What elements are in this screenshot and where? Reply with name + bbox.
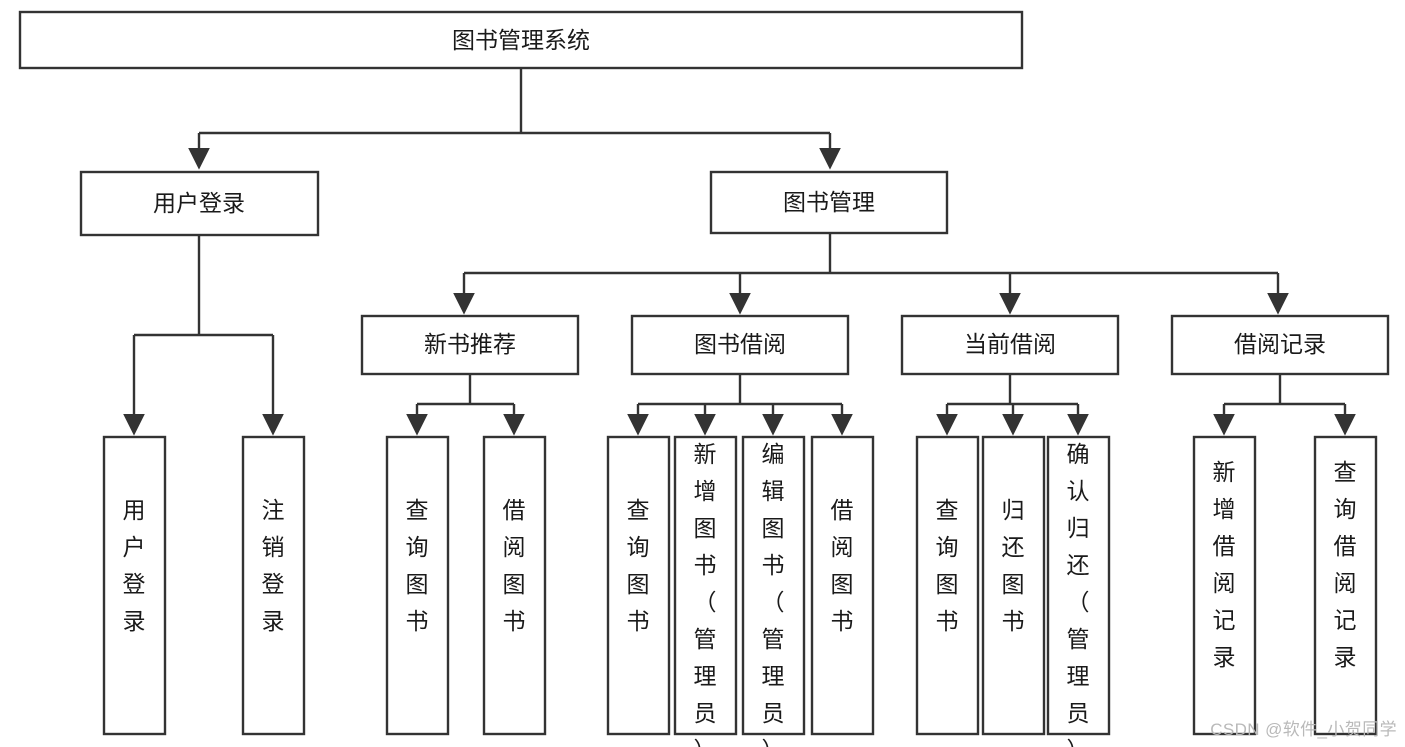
- node-current-borrow-box[interactable]: [900, 314, 1120, 376]
- leaf-user-login-2-box[interactable]: [241, 435, 306, 736]
- leaf-borrow-records-1-label: 新增借阅记录: [1213, 459, 1236, 670]
- node-borrow-records[interactable]: 借阅记录: [1170, 314, 1390, 376]
- leaf-current-borrow-2[interactable]: 归还图书: [981, 435, 1046, 736]
- node-book-management[interactable]: 图书管理: [709, 170, 949, 235]
- node-user-login[interactable]: 用户登录: [79, 170, 320, 237]
- leaf-borrow-records-2-label: 查询借阅记录: [1334, 459, 1357, 670]
- leaf-current-borrow-1-box[interactable]: [915, 435, 980, 736]
- leaf-book-borrow-3[interactable]: 编辑图书（管理员）: [741, 435, 806, 747]
- node-root-book-management-system[interactable]: 图书管理系统: [18, 10, 1024, 70]
- node-root-box[interactable]: [18, 10, 1024, 70]
- node-book-management-label: 图书管理: [783, 189, 875, 215]
- node-new-book-recommend[interactable]: 新书推荐: [360, 314, 580, 376]
- leaf-book-borrow-3-box[interactable]: [741, 435, 806, 736]
- leaf-new-book-2-box[interactable]: [482, 435, 547, 736]
- node-book-borrow-box[interactable]: [630, 314, 850, 376]
- leaf-new-book-1[interactable]: 查询图书: [385, 435, 450, 736]
- connector-layer: [123, 68, 1356, 436]
- leaf-book-borrow-3-label: 编辑图书（管理员）: [762, 441, 785, 747]
- leaf-new-book-2[interactable]: 借阅图书: [482, 435, 547, 736]
- node-user-login-box[interactable]: [79, 170, 320, 237]
- node-root-label: 图书管理系统: [452, 27, 590, 53]
- leaf-book-borrow-1-label: 查询图书: [627, 497, 650, 634]
- leaf-book-borrow-4-box[interactable]: [810, 435, 875, 736]
- node-current-borrow-label: 当前借阅: [964, 331, 1056, 357]
- node-borrow-records-label: 借阅记录: [1234, 331, 1326, 357]
- leaf-user-login-2[interactable]: 注销登录: [241, 435, 306, 736]
- node-book-management-box[interactable]: [709, 170, 949, 235]
- node-book-borrow-label: 图书借阅: [694, 331, 786, 357]
- leaf-current-borrow-1-label: 查询图书: [936, 497, 959, 634]
- node-current-borrow[interactable]: 当前借阅: [900, 314, 1120, 376]
- leaf-user-login-1-label: 用户登录: [123, 497, 146, 634]
- node-borrow-records-box[interactable]: [1170, 314, 1390, 376]
- leaf-borrow-records-2-box[interactable]: [1313, 435, 1378, 736]
- leaf-user-login-1[interactable]: 用户登录: [102, 435, 167, 736]
- leaf-book-borrow-1[interactable]: 查询图书: [606, 435, 671, 736]
- leaf-borrow-records-1-box[interactable]: [1192, 435, 1257, 736]
- node-book-borrow[interactable]: 图书借阅: [630, 314, 850, 376]
- leaf-current-borrow-2-box[interactable]: [981, 435, 1046, 736]
- leaf-book-borrow-1-box[interactable]: [606, 435, 671, 736]
- leaf-current-borrow-3[interactable]: 确认归还（管理员）: [1046, 435, 1111, 747]
- leaf-borrow-records-2[interactable]: 查询借阅记录: [1313, 435, 1378, 736]
- leaf-new-book-1-box[interactable]: [385, 435, 450, 736]
- leaf-user-login-2-label: 注销登录: [262, 497, 285, 634]
- node-new-book-recommend-box[interactable]: [360, 314, 580, 376]
- leaf-new-book-1-label: 查询图书: [406, 497, 429, 634]
- leaf-book-borrow-2[interactable]: 新增图书（管理员）: [673, 435, 738, 747]
- leaf-borrow-records-1[interactable]: 新增借阅记录: [1192, 435, 1257, 736]
- leaf-current-borrow-3-label: 确认归还（管理员）: [1067, 441, 1090, 747]
- node-user-login-label: 用户登录: [153, 190, 245, 216]
- leaf-book-borrow-4[interactable]: 借阅图书: [810, 435, 875, 736]
- leaf-current-borrow-3-box[interactable]: [1046, 435, 1111, 736]
- leaf-new-book-2-label: 借阅图书: [503, 497, 526, 634]
- leaf-book-borrow-2-box[interactable]: [673, 435, 738, 736]
- leaf-current-borrow-1[interactable]: 查询图书: [915, 435, 980, 736]
- leaf-current-borrow-2-label: 归还图书: [1002, 497, 1025, 634]
- leaf-book-borrow-4-label: 借阅图书: [831, 497, 854, 634]
- node-new-book-recommend-label: 新书推荐: [424, 331, 516, 357]
- leaf-user-login-1-box[interactable]: [102, 435, 167, 736]
- leaf-book-borrow-2-label: 新增图书（管理员）: [694, 441, 717, 747]
